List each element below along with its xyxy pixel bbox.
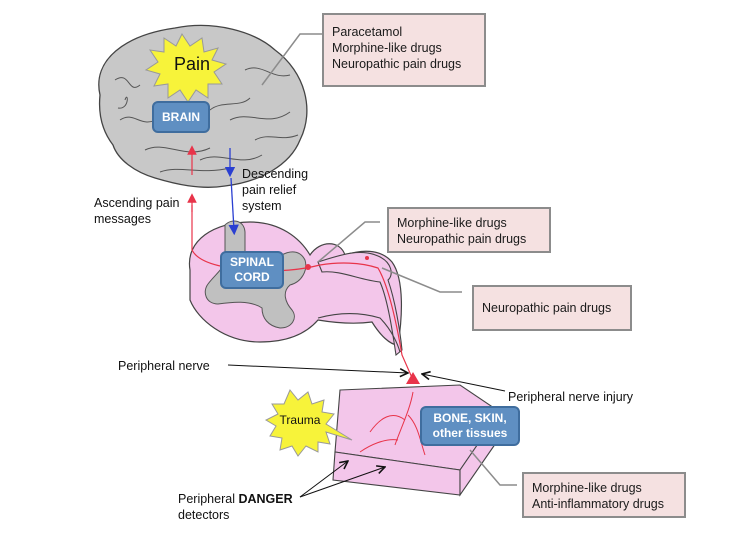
spinal-cord-label-line1: SPINAL [229, 255, 274, 269]
drug-box-tissues-item: Morphine-like drugs [532, 481, 642, 495]
drug-box-brain-item: Morphine-like drugs [332, 41, 442, 55]
drug-box-brain-item: Paracetamol [332, 25, 403, 39]
pain-star-label: Pain [173, 54, 211, 74]
drug-box-leaders [261, 33, 517, 486]
tissues-label-line1: BONE, SKIN, [433, 411, 507, 425]
ascending-label-line1: Ascending pain [94, 196, 180, 210]
ascending-label-line2: messages [94, 212, 151, 226]
brain-label-text: BRAIN [162, 109, 200, 124]
drug-box-spinal-cord: Morphine-like drugs Neuropathic pain dru… [387, 207, 551, 253]
descending-label: Descending pain relief system [242, 166, 308, 214]
tissues-label: BONE, SKIN, other tissues [420, 406, 520, 446]
peripheral-nerve-injury-label: Peripheral nerve injury [508, 390, 634, 404]
brain-label: BRAIN [152, 101, 210, 133]
trauma-star [264, 389, 353, 457]
danger-detectors-line2: detectors [178, 508, 230, 522]
drug-box-spinal-cord-item: Morphine-like drugs [397, 216, 507, 230]
danger-detectors-prefix: Peripheral [178, 492, 239, 506]
drug-box-nerve-item: Neuropathic pain drugs [482, 301, 612, 315]
pointer-arrows [227, 364, 506, 498]
drug-box-tissues-item: Anti-inflammatory drugs [532, 497, 664, 511]
drug-box-nerve: Neuropathic pain drugs [472, 285, 632, 331]
ascending-label: Ascending pain messages [94, 195, 179, 227]
tissues-label-line2: other tissues [432, 426, 508, 440]
danger-detectors-bold: DANGER [238, 492, 293, 506]
drug-box-brain: Paracetamol Morphine-like drugs Neuropat… [322, 13, 486, 87]
descending-label-line1: Descending [242, 167, 309, 181]
peripheral-nerve-label: Peripheral nerve [118, 359, 210, 373]
trauma-star-label: Trauma [279, 413, 321, 427]
descending-pain-relief-path [224, 148, 239, 236]
tissue-nerve-endings [359, 391, 426, 456]
descending-label-line2: pain relief [242, 183, 297, 197]
nerve-root [317, 251, 403, 357]
drug-box-tissues: Morphine-like drugs Anti-inflammatory dr… [522, 472, 686, 518]
danger-detectors-label: Peripheral DANGER detectors [178, 491, 293, 523]
spinal-cord-label-line2: CORD [234, 270, 270, 284]
injury-marker [406, 372, 420, 384]
drug-box-brain-item: Neuropathic pain drugs [332, 57, 462, 71]
spinal-cord-label: SPINAL CORD [220, 251, 284, 289]
descending-label-line3: system [242, 199, 282, 213]
drug-box-spinal-cord-item: Neuropathic pain drugs [397, 232, 527, 246]
spinal-cord-illustration [188, 220, 403, 357]
